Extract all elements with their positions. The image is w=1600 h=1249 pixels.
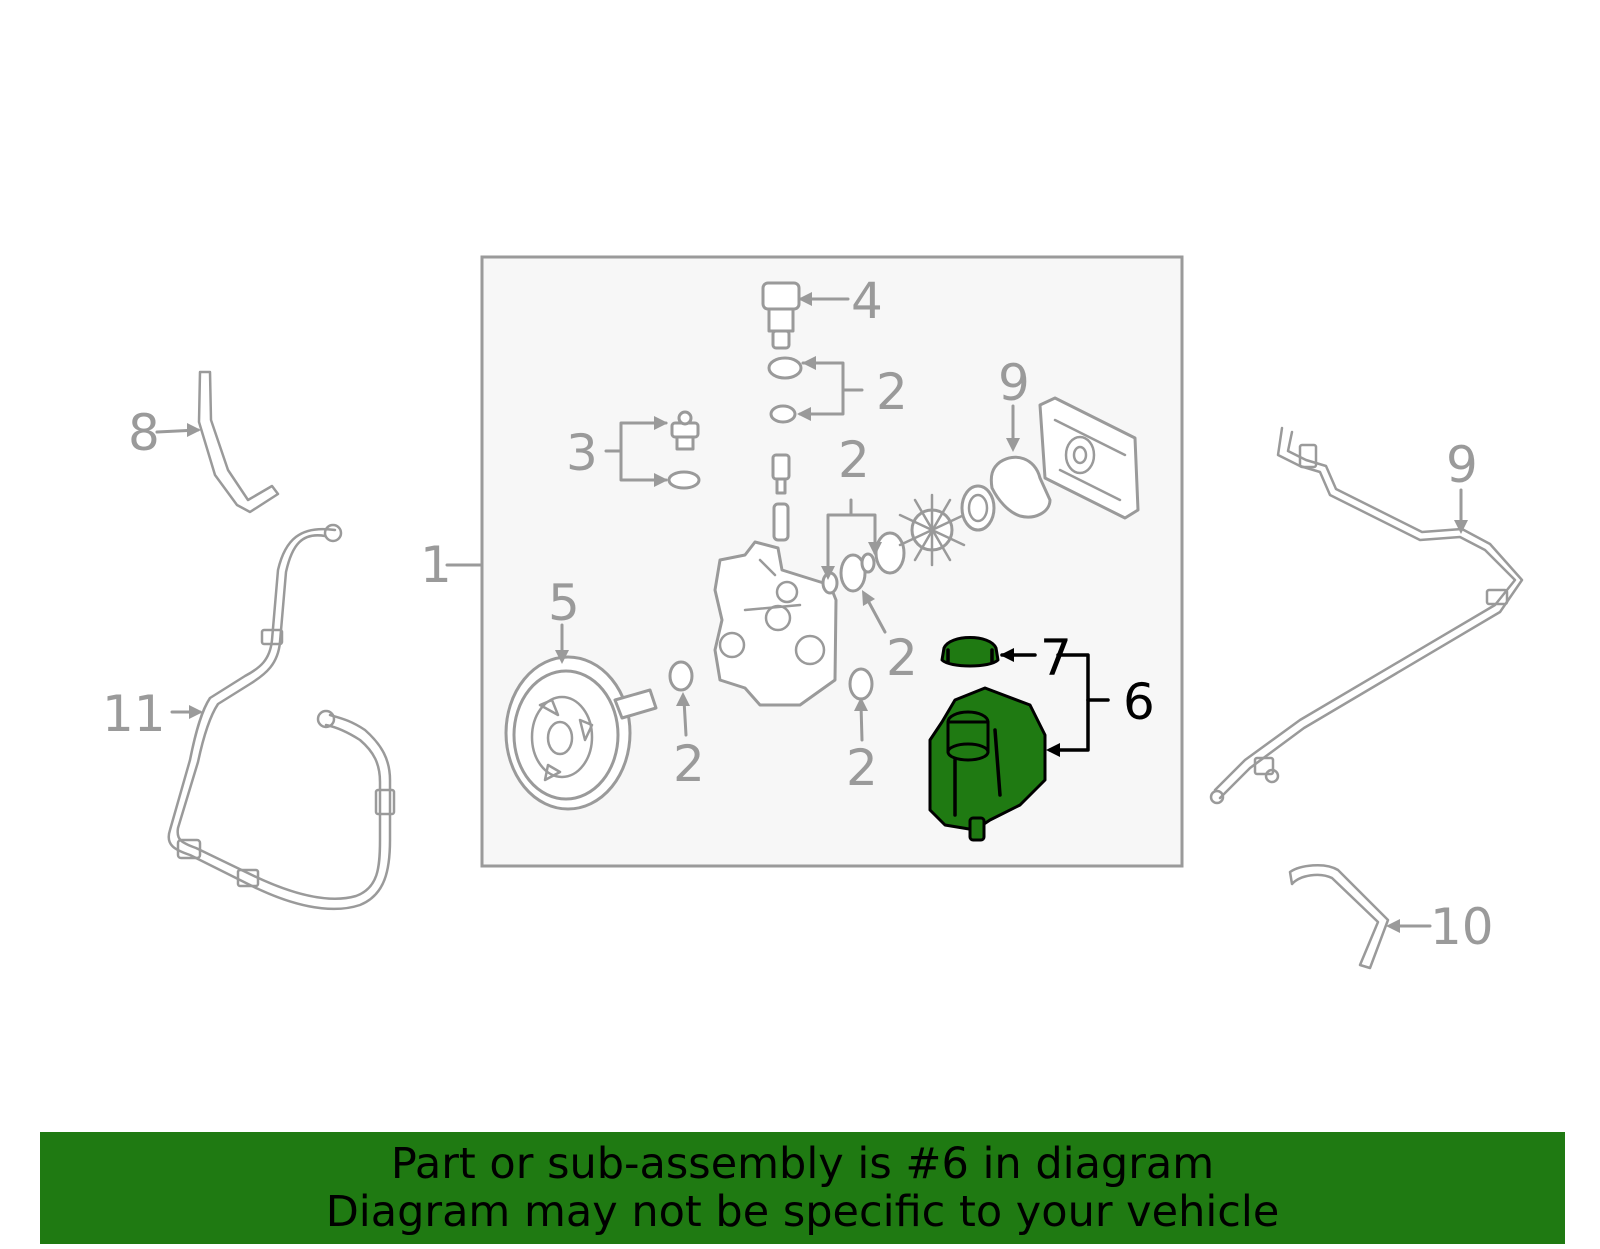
pump-shaft-pins[interactable] (771, 453, 791, 542)
callout-6[interactable]: 6 (1123, 673, 1155, 731)
callout-9-top[interactable]: 9 (998, 354, 1030, 412)
callout-3[interactable]: 3 (566, 424, 598, 482)
callout-10[interactable]: 10 (1430, 898, 1494, 956)
o-ring-medium[interactable] (839, 553, 867, 593)
part-7-cap[interactable] (940, 636, 1000, 668)
callout-2-bottom-left[interactable]: 2 (673, 735, 705, 793)
rear-housing[interactable] (1038, 396, 1140, 520)
part-10-hose[interactable] (1288, 864, 1390, 970)
o-ring-valve[interactable] (667, 470, 701, 490)
part-6-reservoir[interactable] (928, 686, 1047, 842)
callout-8[interactable]: 8 (128, 404, 160, 462)
seal-shaft[interactable] (668, 660, 694, 692)
o-ring-upper[interactable] (767, 356, 803, 380)
banner-line-2: Diagram may not be specific to your vehi… (325, 1187, 1280, 1237)
callout-7[interactable]: 7 (1040, 629, 1072, 687)
o-ring-lower[interactable] (769, 404, 797, 424)
callout-2-center[interactable]: 2 (886, 629, 918, 687)
pump-body[interactable] (713, 540, 838, 707)
callout-2-bottom-right[interactable]: 2 (846, 739, 878, 797)
bearing-ring[interactable] (960, 484, 996, 532)
info-banner: Part or sub-assembly is #6 in diagram Di… (40, 1132, 1565, 1244)
callout-5[interactable]: 5 (548, 574, 580, 632)
callout-1[interactable]: 1 (420, 536, 452, 594)
part-3-valve[interactable] (670, 410, 700, 451)
callout-11[interactable]: 11 (102, 685, 166, 743)
cam-ring[interactable] (874, 531, 906, 575)
o-ring-lower-right[interactable] (848, 667, 874, 701)
callout-4[interactable]: 4 (851, 272, 883, 330)
callout-9-right[interactable]: 9 (1446, 436, 1478, 494)
part-8-hose[interactable] (197, 370, 280, 514)
callout-2-top[interactable]: 2 (876, 363, 908, 421)
part-4-fitting[interactable] (761, 281, 801, 350)
part-5-pulley[interactable] (504, 655, 658, 811)
callout-2-middle[interactable]: 2 (838, 431, 870, 489)
gasket-plate[interactable] (989, 455, 1052, 519)
rotor-vanes[interactable] (898, 493, 966, 567)
banner-line-1: Part or sub-assembly is #6 in diagram (390, 1139, 1215, 1189)
o-ring-small-b[interactable] (860, 552, 876, 574)
part-11-pressure-hose[interactable] (167, 523, 396, 911)
